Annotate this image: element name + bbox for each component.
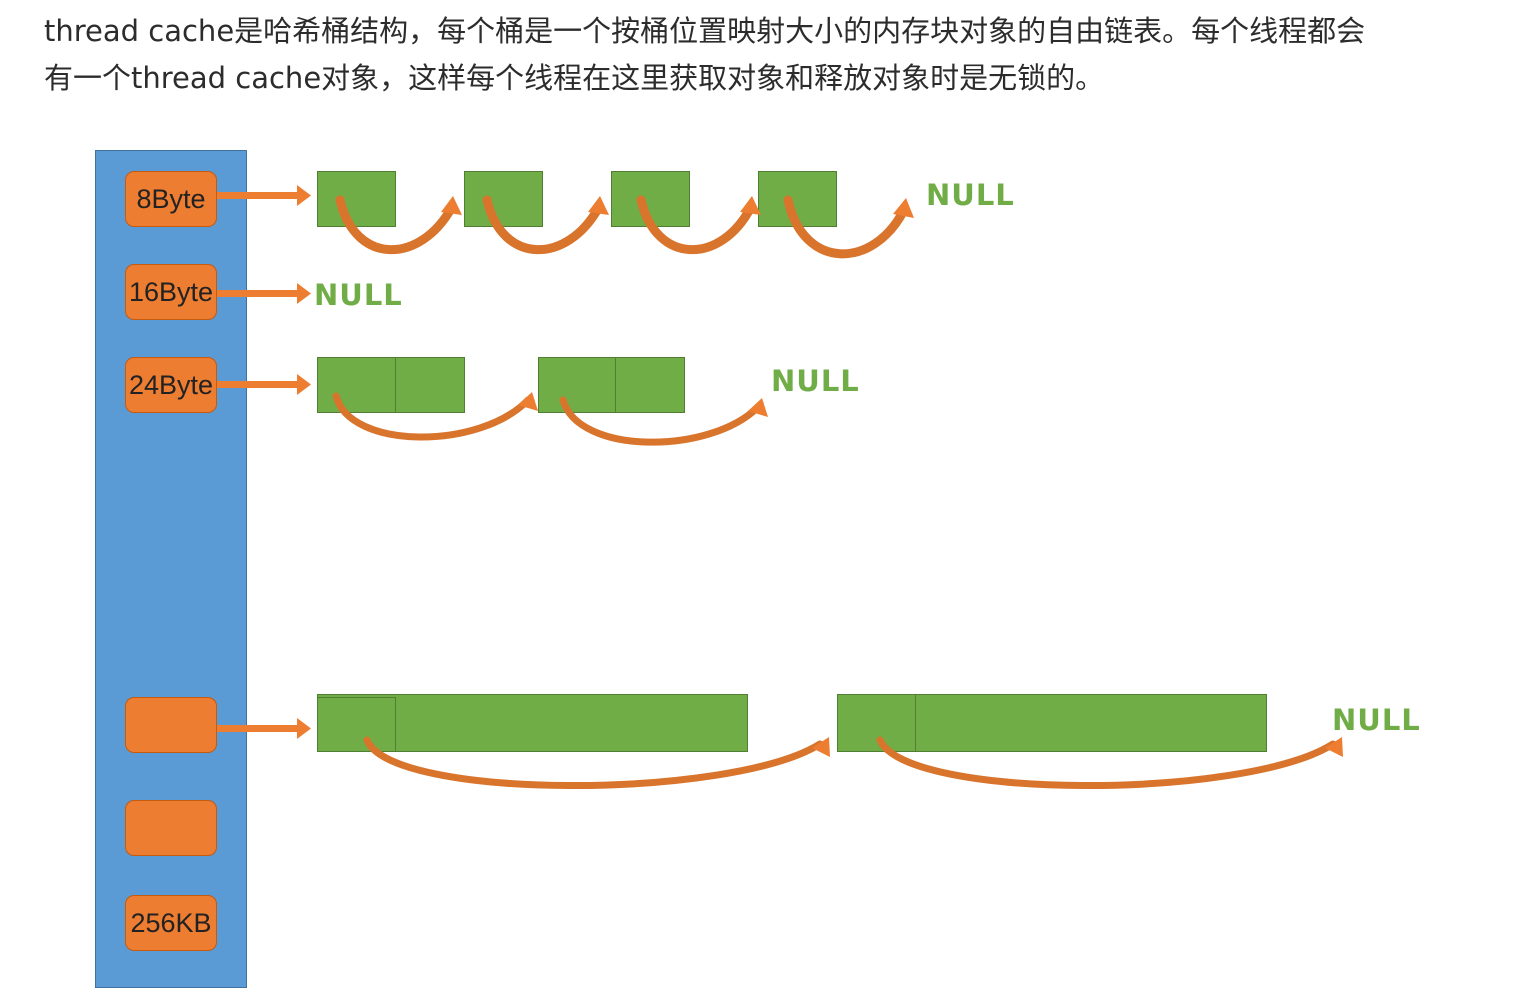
- block-24byte-2b: [615, 357, 685, 413]
- block-large-2b: [915, 694, 1267, 752]
- block-24byte-2a: [538, 357, 616, 413]
- bucket-arrow-large: [217, 718, 311, 739]
- block-24byte-1b: [395, 357, 465, 413]
- link-arrow-large-1: [363, 736, 824, 789]
- bucket-unlabeled-2: [125, 800, 217, 856]
- bucket-arrow-16byte: [217, 283, 311, 304]
- bucket-arrow-8byte: [217, 185, 311, 206]
- block-large-1: [317, 694, 748, 752]
- block-large-2a: [837, 694, 916, 752]
- null-label-large: NULL: [1332, 703, 1421, 737]
- block-8byte-1: [317, 171, 396, 227]
- bucket-unlabeled-1: [125, 697, 217, 753]
- link-arrow-24byte-2: [559, 396, 762, 446]
- null-label-16byte: NULL: [314, 278, 403, 312]
- description-line-1: thread cache是哈希桶结构，每个桶是一个按桶位置映射大小的内存块对象的…: [44, 14, 1366, 48]
- null-label-8byte: NULL: [926, 178, 1015, 212]
- bucket-256kb: 256KB: [125, 895, 217, 951]
- link-arrow-8byte-4: [783, 195, 909, 259]
- link-arrow-8byte-2: [482, 195, 604, 255]
- bucket-8byte: 8Byte: [125, 171, 217, 227]
- bucket-arrow-24byte: [217, 374, 311, 395]
- block-8byte-2: [464, 171, 543, 227]
- bucket-24byte: 24Byte: [125, 357, 217, 413]
- link-arrow-24byte-1: [332, 392, 532, 441]
- block-large-1-header: [317, 697, 396, 752]
- bucket-16byte: 16Byte: [125, 264, 217, 320]
- description-paragraph: thread cache是哈希桶结构，每个桶是一个按桶位置映射大小的内存块对象的…: [44, 8, 1514, 102]
- link-arrow-8byte-3: [636, 195, 756, 255]
- link-arrow-8byte-1: [335, 195, 457, 255]
- description-line-2: 有一个thread cache对象，这样每个线程在这里获取对象和释放对象时是无锁…: [44, 61, 1105, 95]
- block-24byte-1a: [317, 357, 396, 413]
- link-arrow-large-2: [876, 736, 1337, 789]
- null-label-24byte: NULL: [771, 364, 860, 398]
